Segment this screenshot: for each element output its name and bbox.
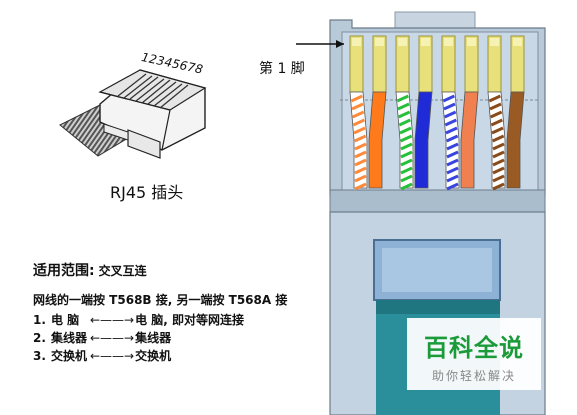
wire-insulation bbox=[368, 91, 387, 189]
wire-stripe bbox=[400, 158, 413, 167]
usage-item-number: 3. bbox=[33, 349, 46, 363]
wire-stripe bbox=[352, 118, 365, 127]
wire-stripe bbox=[351, 102, 364, 111]
wire-stripe bbox=[488, 94, 501, 103]
wire-stripe bbox=[446, 142, 459, 151]
contact-tip bbox=[352, 38, 361, 46]
usage-item-device-b: 电 脑, 即对等网连接 bbox=[135, 313, 245, 327]
wire-stripe bbox=[400, 174, 413, 183]
usage-item: 2. 集线器←——→集线器 bbox=[33, 329, 171, 346]
wire-stripe bbox=[492, 142, 505, 151]
wire-stripe bbox=[443, 102, 456, 111]
wire-stripe bbox=[398, 118, 411, 127]
wire-stripe bbox=[446, 166, 459, 175]
contact-tip bbox=[375, 38, 384, 46]
wire-insulation bbox=[460, 91, 479, 189]
wire-stripe bbox=[397, 102, 410, 111]
usage-item-number: 1. bbox=[33, 313, 46, 327]
usage-item-device-a: 集线器 bbox=[51, 331, 88, 345]
wire-stripe bbox=[444, 118, 457, 127]
usage-title: 适用范围:交叉互连 bbox=[33, 260, 147, 280]
wire-4 bbox=[414, 35, 433, 189]
wire-stripe bbox=[489, 102, 502, 111]
plug-caption: RJ45 插头 bbox=[110, 183, 184, 202]
wire-stripe bbox=[399, 126, 412, 135]
wire-1 bbox=[349, 35, 368, 191]
usage-item-number: 2. bbox=[33, 331, 46, 345]
wire-3 bbox=[395, 35, 414, 191]
watermark-main-text: 百科全说 bbox=[424, 334, 524, 362]
usage-description: 网线的一端按 T568B 接, 另一端按 T568A 接 bbox=[33, 293, 288, 307]
watermark-sub-text: 助你轻松解决 bbox=[431, 369, 516, 383]
wire-stripe bbox=[492, 166, 505, 175]
wire-stripe bbox=[354, 150, 367, 159]
wire-insulation bbox=[414, 91, 433, 189]
wire-stripe bbox=[354, 134, 367, 143]
wire-stripe bbox=[446, 134, 459, 143]
wire-stripe bbox=[400, 142, 413, 151]
wire-stripe bbox=[400, 134, 413, 143]
wire-stripe bbox=[353, 126, 366, 135]
wire-stripe bbox=[400, 150, 413, 159]
wire-group bbox=[349, 35, 525, 191]
usage-item-device-b: 交换机 bbox=[135, 349, 172, 363]
wire-stripe bbox=[354, 142, 367, 151]
usage-title-value: 交叉互连 bbox=[98, 264, 147, 278]
double-arrow-icon: ←——→ bbox=[90, 349, 135, 363]
wire-stripe bbox=[446, 158, 459, 167]
wire-stripe bbox=[352, 110, 365, 119]
wire-stripe bbox=[354, 166, 367, 175]
wire-stripe bbox=[492, 182, 505, 191]
wire-6 bbox=[460, 35, 479, 189]
contact-tip bbox=[467, 38, 476, 46]
wire-stripe bbox=[446, 174, 459, 183]
contact-tip bbox=[398, 38, 407, 46]
wire-stripe bbox=[446, 150, 459, 159]
wire-stripe bbox=[354, 182, 367, 191]
wire-stripe bbox=[445, 126, 458, 135]
wire-stripe bbox=[490, 118, 503, 127]
wire-stripe bbox=[400, 182, 413, 191]
wire-stripe bbox=[350, 94, 363, 103]
contact-tip bbox=[444, 38, 453, 46]
usage-item-device-a: 交换机 bbox=[51, 349, 88, 363]
contact-tip bbox=[490, 38, 499, 46]
watermark-logo: 百科全说 助你轻松解决 bbox=[407, 318, 541, 390]
wire-stripe bbox=[492, 134, 505, 143]
contact-tip bbox=[513, 38, 522, 46]
wire-7 bbox=[487, 35, 506, 191]
usage-item: 1. 电 脑 ←——→电 脑, 即对等网连接 bbox=[33, 311, 244, 328]
wire-stripe bbox=[398, 110, 411, 119]
wire-stripe bbox=[400, 166, 413, 175]
wire-stripe bbox=[354, 158, 367, 167]
rj45-plug-illustration bbox=[59, 69, 207, 159]
usage-item-device-a: 电 脑 bbox=[51, 313, 80, 327]
wire-insulation bbox=[506, 91, 525, 189]
wire-stripe bbox=[446, 182, 459, 191]
contact-tip bbox=[421, 38, 430, 46]
wire-stripe bbox=[444, 110, 457, 119]
wire-stripe bbox=[396, 94, 409, 103]
double-arrow-icon: ←——→ bbox=[90, 331, 135, 345]
usage-item: 3. 交换机←——→交换机 bbox=[33, 347, 171, 364]
usage-item-device-b: 集线器 bbox=[135, 331, 172, 345]
pin1-arrow bbox=[296, 40, 344, 48]
pin1-label: 第 1 脚 bbox=[259, 61, 305, 77]
wire-stripe bbox=[490, 110, 503, 119]
wire-8 bbox=[506, 35, 525, 189]
wire-stripe bbox=[492, 150, 505, 159]
wire-stripe bbox=[491, 126, 504, 135]
double-arrow-icon: ←——→ bbox=[90, 313, 135, 327]
wire-5 bbox=[441, 35, 460, 191]
wire-stripe bbox=[354, 174, 367, 183]
wire-2 bbox=[368, 35, 387, 189]
usage-title-label: 适用范围: bbox=[33, 263, 95, 279]
wire-stripe bbox=[492, 158, 505, 167]
wire-stripe bbox=[492, 174, 505, 183]
wire-stripe bbox=[442, 94, 455, 103]
